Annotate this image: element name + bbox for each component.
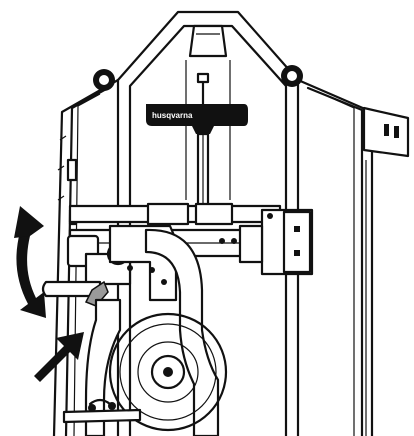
- brand-label: husqvarna: [152, 111, 193, 120]
- vertical-shaft: [196, 132, 210, 216]
- right-bracket: [238, 208, 314, 276]
- bottom-clamp: [62, 398, 142, 424]
- right-side-panel: [296, 78, 410, 436]
- blade-disc: [108, 312, 228, 432]
- machine-housing: [116, 10, 300, 436]
- push-arrow-icon: [34, 332, 84, 382]
- left-knob-icon: [93, 69, 115, 91]
- right-knob-icon: [281, 65, 303, 87]
- top-handle: husqvarna: [146, 72, 248, 134]
- rotate-arrow-icon: [14, 206, 46, 318]
